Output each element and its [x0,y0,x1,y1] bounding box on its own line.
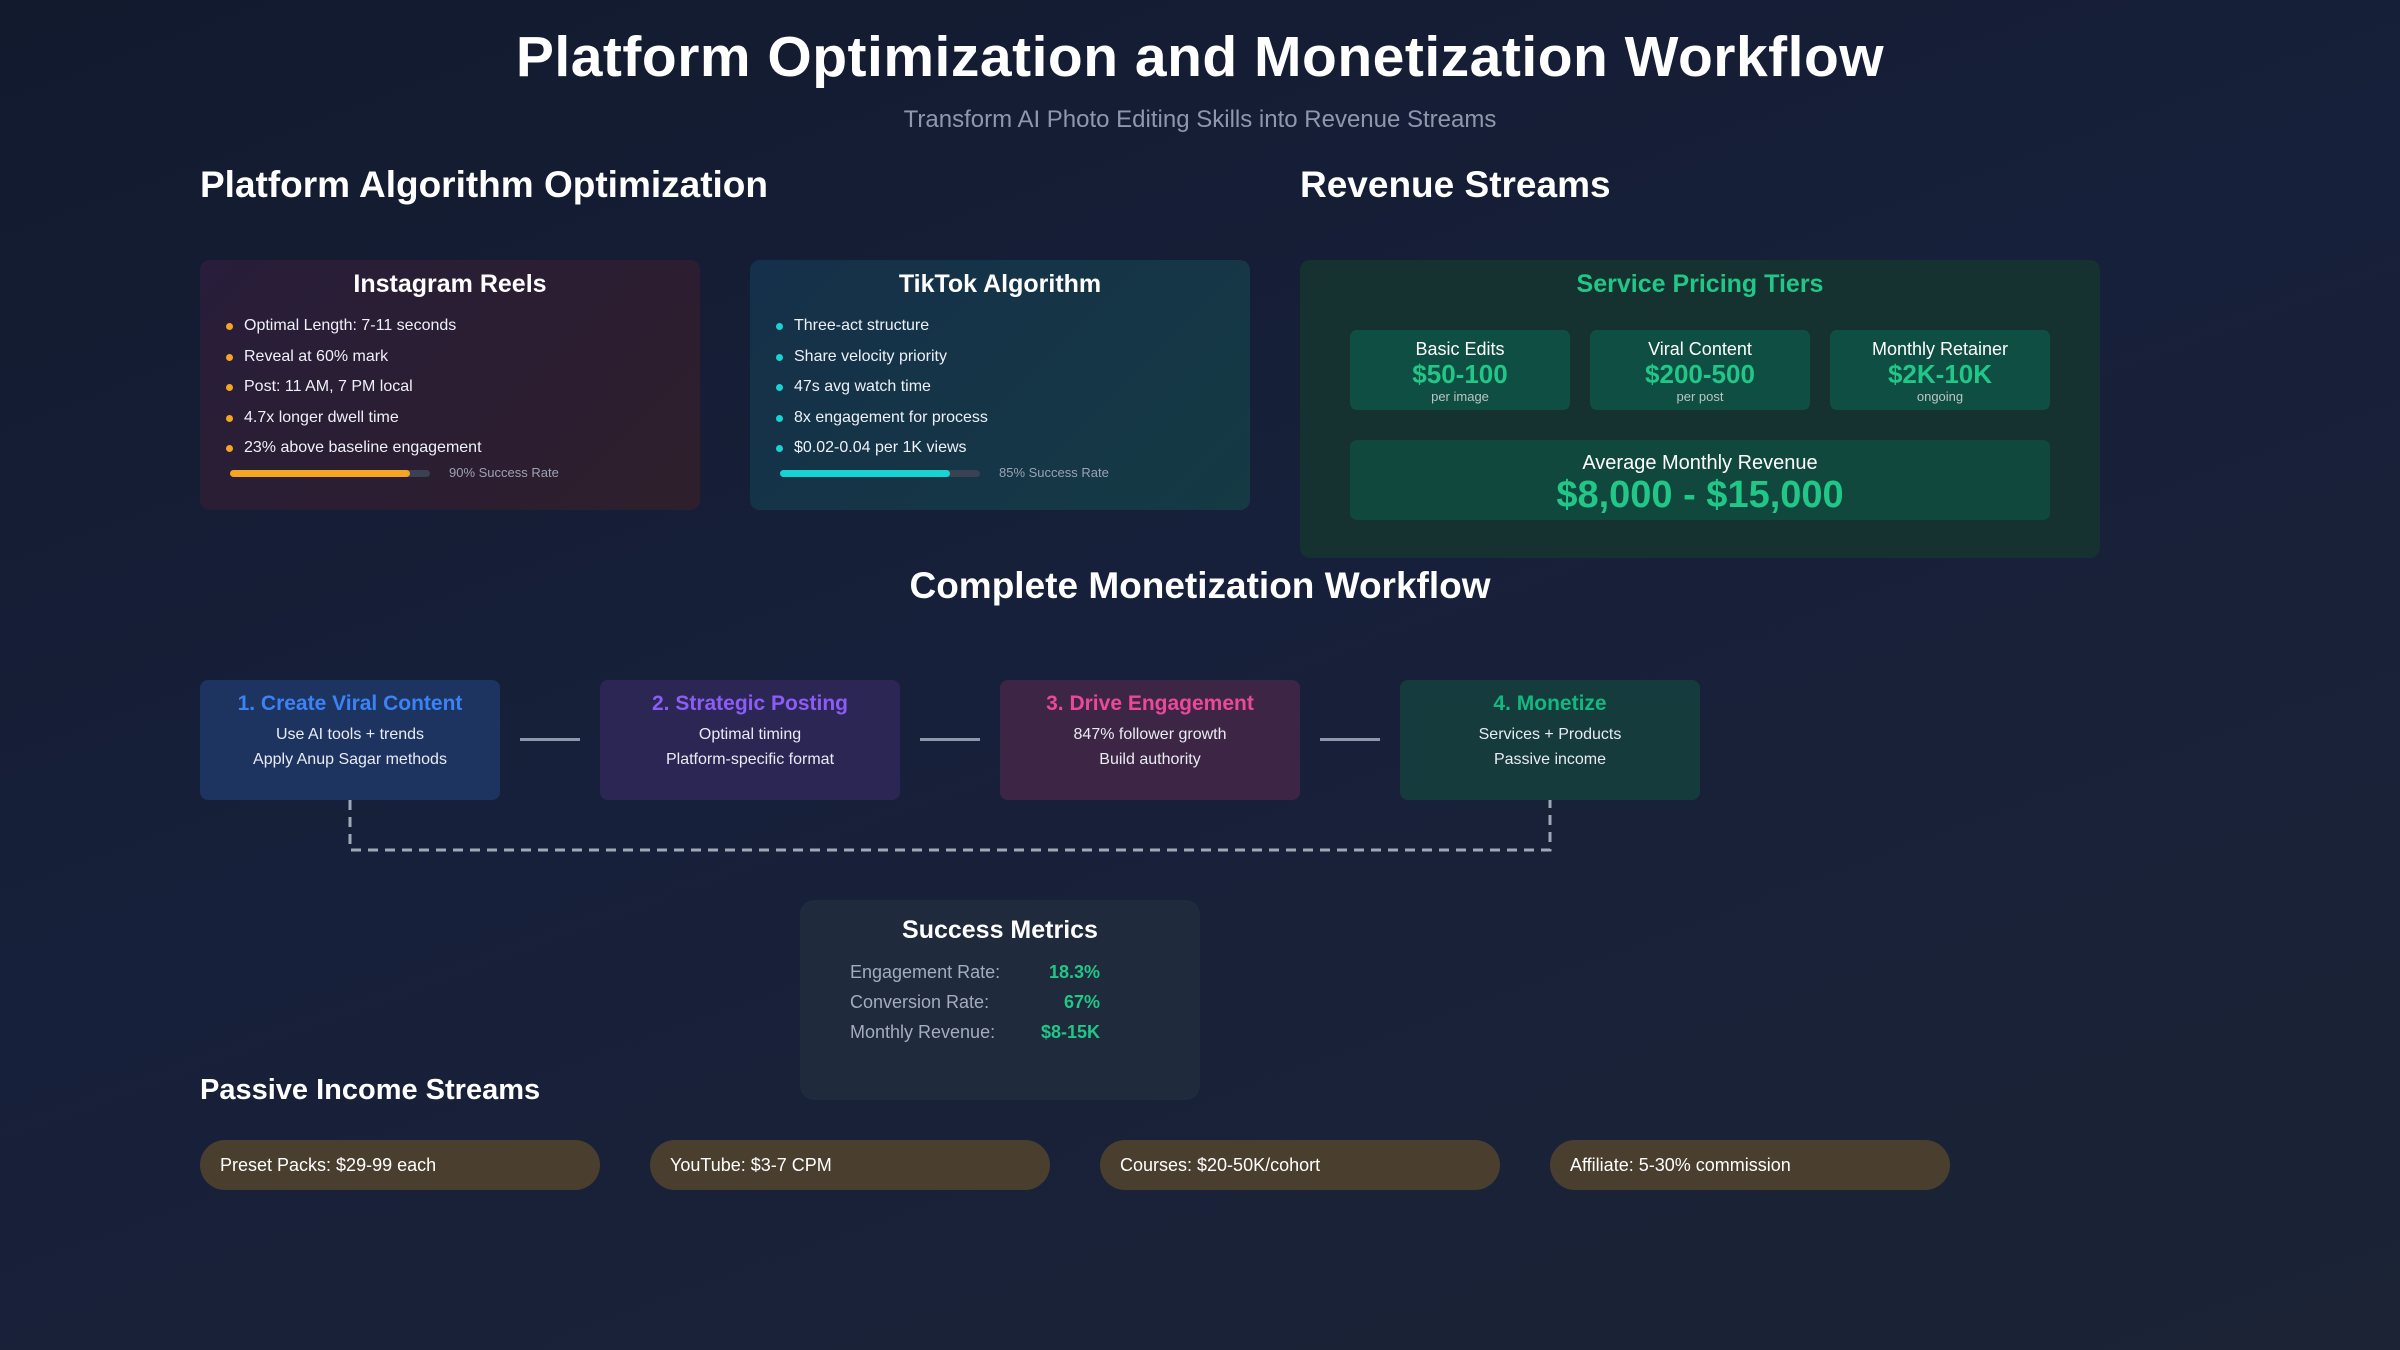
step-line: Platform-specific format [665,751,835,768]
list-item: Post: 11 AM, 7 PM local [200,372,700,403]
workflow-step-create: 1. Create Viral Content Use AI tools + t… [200,680,500,800]
step-line: Optimal timing [698,726,802,743]
list-item: 4.7x longer dwell time [200,403,700,434]
step-line: 847% follower growth [1073,726,1227,743]
card-title: Instagram Reels [353,270,547,298]
list-item: Three-act structure [750,311,1250,342]
average-revenue-label: Average Monthly Revenue [1582,452,1818,474]
section-title-passive: Passive Income Streams [200,1074,541,1106]
metric-label: Monthly Revenue: [850,1022,996,1042]
workflow-connector [520,738,580,741]
step-line: Services + Products [1478,726,1622,743]
step-title: 4. Monetize [1493,692,1607,715]
list-item: Share velocity priority [750,342,1250,373]
metric-value: 67% [1063,992,1100,1012]
step-line: Use AI tools + trends [275,726,425,743]
list-item: $0.02-0.04 per 1K views [750,433,1250,464]
instagram-tips-list: Optimal Length: 7-11 seconds Reveal at 6… [200,311,700,464]
card-title: TikTok Algorithm [898,270,1102,298]
tier-name: Monthly Retainer [1871,339,2009,359]
page-title: Platform Optimization and Monetization W… [515,25,1885,89]
step-title: 1. Create Viral Content [237,692,463,715]
metric-row-conversion: Conversion Rate: 67% [850,992,1150,1022]
list-item: 8x engagement for process [750,403,1250,434]
tier-unit: per image [1431,389,1489,404]
page-subtitle: Transform AI Photo Editing Skills into R… [903,106,1497,133]
bullet-icon [226,384,233,391]
average-revenue-box: Average Monthly Revenue $8,000 - $15,000 [1350,440,2050,520]
tier-unit: per post [1676,389,1724,404]
success-rate-fill [230,470,410,477]
tier-name: Viral Content [1648,339,1752,359]
metric-row-engagement: Engagement Rate: 18.3% [850,962,1150,992]
bullet-icon [776,384,783,391]
bullet-icon [226,445,233,452]
service-pricing-panel: Service Pricing Tiers Basic Edits $50-10… [1300,260,2100,558]
section-title-workflow: Complete Monetization Workflow [909,565,1491,606]
list-item: Reveal at 60% mark [200,342,700,373]
step-line: Apply Anup Sagar methods [253,751,447,768]
metric-row-revenue: Monthly Revenue: $8-15K [850,1022,1150,1052]
tiktok-algorithm-card: TikTok Algorithm Three-act structure Sha… [750,260,1250,510]
workflow-connector [920,738,980,741]
instagram-reels-card: Instagram Reels Optimal Length: 7-11 sec… [200,260,700,510]
metric-label: Conversion Rate: [850,992,990,1012]
pricing-tier-viral: Viral Content $200-500 per post [1590,330,1810,410]
passive-income-item: Preset Packs: $29-99 each [200,1140,600,1190]
pricing-tier-retainer: Monthly Retainer $2K-10K ongoing [1830,330,2050,410]
section-title-revenue: Revenue Streams [1300,164,1611,205]
step-line: Passive income [1493,751,1607,768]
metrics-title: Success Metrics [902,916,1098,944]
tier-price: $50-100 [1412,359,1508,389]
list-item: Optimal Length: 7-11 seconds [200,311,700,342]
success-rate-fill [780,470,950,477]
bullet-icon [776,414,783,422]
workflow-step-posting: 2. Strategic Posting Optimal timing Plat… [600,680,900,800]
success-rate-bar [780,470,980,477]
step-line: Build authority [1099,751,1201,768]
passive-income-item: Courses: $20-50K/cohort [1100,1140,1500,1190]
bullet-icon [226,323,233,330]
tier-name: Basic Edits [1415,339,1505,359]
pricing-title: Service Pricing Tiers [1576,270,1824,298]
step-title: 3. Drive Engagement [1046,692,1254,715]
success-rate-label: 90% Success Rate [449,465,559,480]
passive-income-item: Affiliate: 5-30% commission [1550,1140,1950,1190]
list-item: 23% above baseline engagement [200,433,700,464]
list-item: 47s avg watch time [750,372,1250,403]
workflow-step-engagement: 3. Drive Engagement 847% follower growth… [1000,680,1300,800]
bullet-icon [776,323,783,330]
section-title-algorithm: Platform Algorithm Optimization [200,164,769,205]
pricing-tier-basic: Basic Edits $50-100 per image [1350,330,1570,410]
step-title: 2. Strategic Posting [651,692,849,715]
passive-income-item: YouTube: $3-7 CPM [650,1140,1050,1190]
average-revenue-value: $8,000 - $15,000 [1556,474,1844,516]
success-metrics-panel: Success Metrics Engagement Rate: 18.3% C… [800,900,1200,1100]
metric-value: $8-15K [1040,1022,1100,1042]
tier-price: $200-500 [1645,359,1755,389]
success-rate-label: 85% Success Rate [999,465,1109,480]
bullet-icon [776,353,783,361]
workflow-step-monetize: 4. Monetize Services + Products Passive … [1400,680,1700,800]
bullet-icon [776,445,783,452]
workflow-connector [1320,738,1380,741]
metric-label: Engagement Rate: [850,962,1001,982]
tiktok-tips-list: Three-act structure Share velocity prior… [750,311,1250,464]
tier-unit: ongoing [1916,389,1964,404]
tier-price: $2K-10K [1887,359,1993,389]
bullet-icon [226,353,233,361]
success-rate-bar [230,470,430,477]
metric-value: 18.3% [1048,962,1100,982]
bullet-icon [226,414,233,422]
